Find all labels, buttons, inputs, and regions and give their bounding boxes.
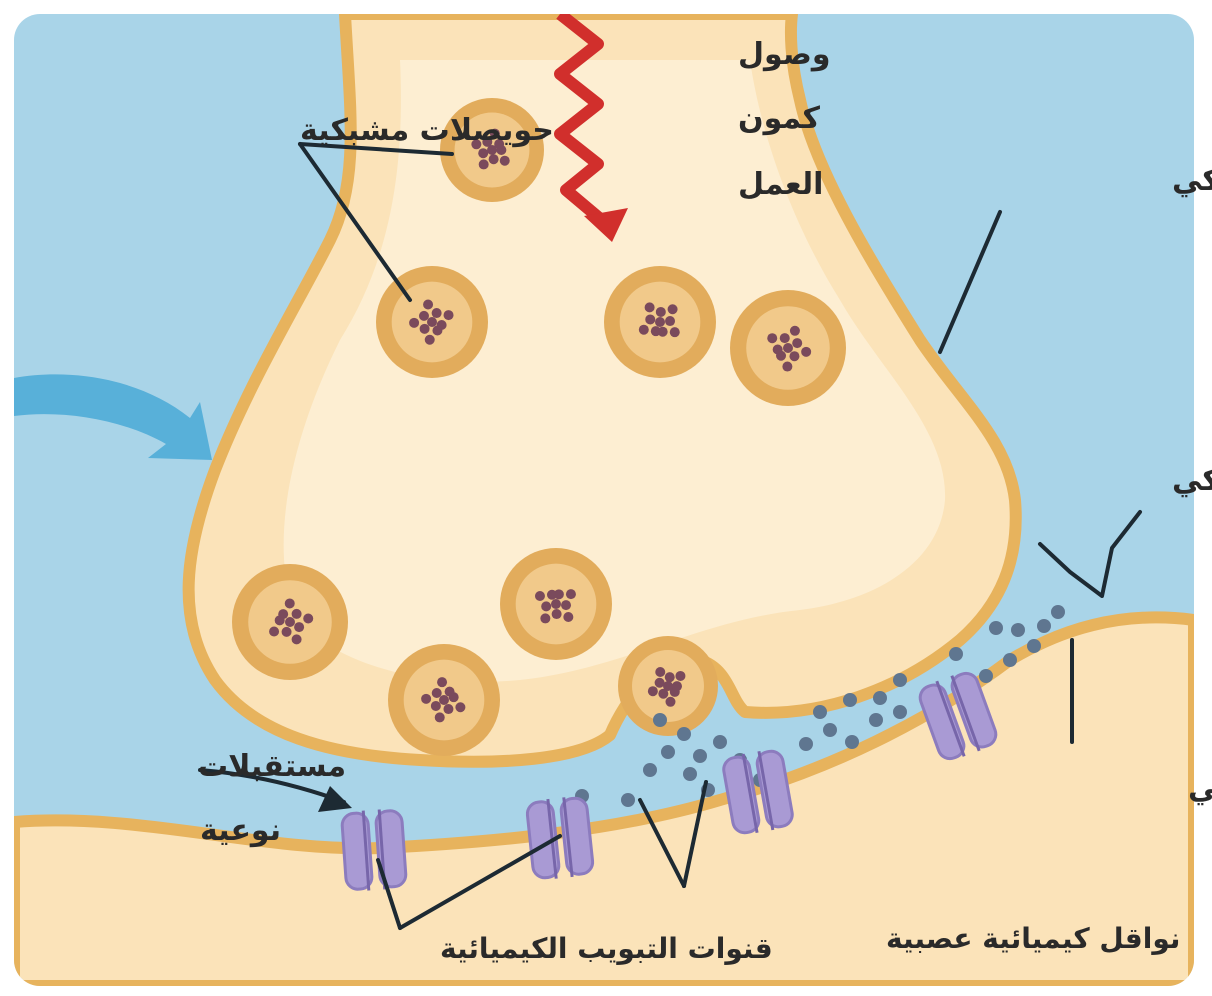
synaptic-vesicle xyxy=(388,644,500,756)
neurotransmitter-molecule xyxy=(813,705,827,719)
label-chemical-gated-channels: قنوات التبويب الكيميائية xyxy=(440,932,773,965)
neurotransmitter-molecule xyxy=(713,735,727,749)
neurotransmitter-molecule xyxy=(677,727,691,741)
label-synaptic-vesicles: حويصلات مشبكية xyxy=(300,113,554,148)
neurotransmitter-molecule xyxy=(693,749,707,763)
neurotransmitter-molecule xyxy=(823,723,837,737)
neurotransmitter-molecule xyxy=(949,647,963,661)
label-neurotransmitters: نواقل كيميائية عصبية xyxy=(886,922,1180,955)
synaptic-vesicle xyxy=(376,266,488,378)
neurotransmitter-molecule xyxy=(989,621,1003,635)
label-receptors-1: مستقبلات xyxy=(198,749,346,784)
synaptic-vesicle xyxy=(500,548,612,660)
label-postsynaptic-membrane: الغشاء بعد المشبكي xyxy=(1188,771,1212,806)
neurotransmitter-molecule xyxy=(1027,639,1041,653)
label-presynaptic-membrane: الغشاء قبل المشبكي xyxy=(1172,163,1212,198)
neurotransmitter-molecule xyxy=(1037,619,1051,633)
neurotransmitter-molecule xyxy=(843,693,857,707)
neurotransmitter-molecule xyxy=(653,713,667,727)
synaptic-vesicle xyxy=(618,636,718,736)
neurotransmitter-molecule xyxy=(661,745,675,759)
neurotransmitter-molecule xyxy=(979,669,993,683)
label-action-potential-1: وصول xyxy=(738,37,830,72)
neurotransmitter-molecule xyxy=(1011,623,1025,637)
neurotransmitter-molecule xyxy=(893,673,907,687)
neurotransmitter-molecule xyxy=(621,793,635,807)
neurotransmitter-molecule xyxy=(1003,653,1017,667)
neurotransmitter-molecule xyxy=(1051,605,1065,619)
label-synaptic-cleft: فلق مشبكي xyxy=(1172,463,1212,498)
synaptic-vesicle xyxy=(604,266,716,378)
label-receptors-2: نوعية xyxy=(200,813,281,848)
neurotransmitter-molecule xyxy=(893,705,907,719)
neurotransmitter-molecule xyxy=(845,735,859,749)
neurotransmitter-molecule xyxy=(869,713,883,727)
neurotransmitter-molecule xyxy=(643,763,657,777)
synaptic-vesicle xyxy=(232,564,348,680)
synaptic-vesicle xyxy=(730,290,846,406)
neurotransmitter-molecule xyxy=(873,691,887,705)
neurotransmitter-molecule xyxy=(683,767,697,781)
neurotransmitter-molecule xyxy=(799,737,813,751)
label-action-potential-2: كمون xyxy=(738,101,821,136)
label-action-potential-3: العمل xyxy=(738,167,823,202)
